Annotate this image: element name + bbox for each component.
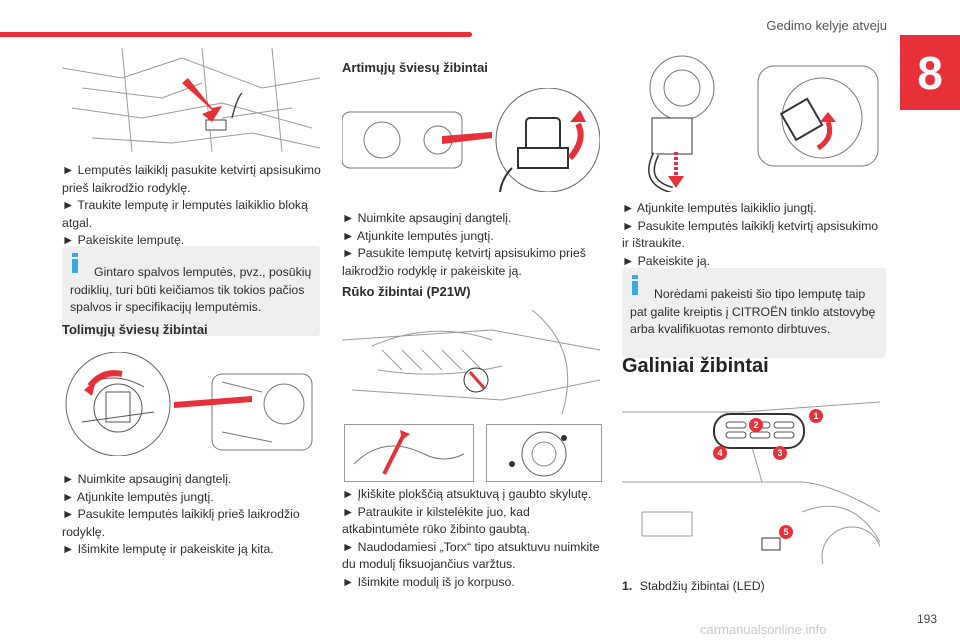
list-item: ► Nuimkite apsauginį dangtelį. [62, 472, 232, 486]
illustration-high-beam [65, 352, 313, 456]
list-item: ► Įkiškite plokščią atsuktuvą į gaubto s… [342, 487, 592, 501]
list-text: Stabdžių žibintai (LED) [639, 579, 765, 593]
illustration-screwdriver-cover [344, 424, 474, 482]
note-text: Gintaro spalvos lemputės, pvz., posūkių … [70, 265, 312, 315]
rear-lamp-list-item: 1. Stabdžių žibintai (LED) [622, 578, 765, 596]
left-steps-2: ► Nuimkite apsauginį dangtelį. ► Atjunki… [62, 471, 322, 559]
list-item: ► Atjunkite lemputės jungtį. [62, 489, 214, 504]
list-item: ► Patraukite ir kilstelėkite juo, kad at… [342, 504, 530, 537]
left-steps-1: ► Lemputės laikiklį pasukite ketvirtį ap… [62, 162, 322, 250]
right-steps-1: ► Atjunkite lemputės laikiklio jungtį. ►… [622, 200, 884, 270]
list-item: ► Atjunkite lemputės jungtį. [342, 228, 494, 243]
callout-4: 4 [717, 448, 722, 458]
info-note-amber: Gintaro spalvos lemputės, pvz., posūkių … [62, 246, 320, 337]
illustration-low-beam [342, 88, 600, 192]
list-item: ► Traukite lemputę ir lemputės laikiklio… [62, 198, 308, 230]
list-item: ► Pakeiskite lemputę. [62, 233, 185, 247]
chapter-number: 8 [900, 35, 960, 110]
list-item: ► Pasukite lemputės laikiklį ketvirtį ap… [622, 218, 879, 251]
heading-fog-lights: Rūko žibintai (P21W) [342, 284, 471, 299]
list-item: ► Išimkite modulį iš jo korpuso. [342, 574, 515, 589]
list-item: ► Lemputės laikiklį pasukite ketvirtį ap… [62, 163, 321, 195]
info-icon [632, 275, 638, 295]
watermark: carmanualsonline.info [700, 622, 827, 637]
list-item: ► Išimkite lemputę ir pakeiskite ją kita… [62, 542, 274, 556]
info-note-dealer: Norėdami pakeisti šio tipo lemputę taip … [622, 268, 886, 359]
list-item: ► Atjunkite lemputės laikiklio jungtį. [622, 201, 817, 215]
callout-5: 5 [783, 527, 788, 537]
list-item: ► Naudodamiesi „Torx“ tipo atsuktuvu nui… [342, 539, 600, 572]
info-icon [72, 253, 78, 273]
list-item: ► Pakeiskite ją. [622, 253, 711, 268]
header-accent-bar [0, 32, 472, 37]
illustration-connector-pull [648, 55, 879, 192]
heading-low-beam: Artimųjų šviesų žibintai [342, 60, 488, 75]
heading-high-beam: Tolimųjų šviesų žibintai [62, 322, 208, 337]
list-number: 1. [622, 579, 633, 593]
illustration-fog-light-front [342, 310, 600, 414]
middle-steps-2: ► Įkiškite plokščią atsuktuvą į gaubto s… [342, 486, 602, 591]
list-item: ► Pasukite lemputės laikiklį prieš laikr… [62, 507, 300, 539]
callout-1: 1 [813, 411, 818, 421]
list-item: ► Pasukite lemputę ketvirtį apsisukimo p… [342, 246, 586, 278]
callout-3: 3 [777, 448, 782, 458]
heading-rear-lamps: Galiniai žibintai [622, 355, 769, 377]
list-item: ► Nuimkite apsauginį dangtelį. [342, 211, 512, 225]
note-text: Norėdami pakeisti šio tipo lemputę taip … [630, 287, 876, 337]
middle-steps-1: ► Nuimkite apsauginį dangtelį. ► Atjunki… [342, 210, 602, 280]
page-number: 193 [916, 612, 937, 626]
illustration-bulb-holder-rotate [62, 48, 320, 152]
callout-2: 2 [753, 420, 758, 430]
illustration-rear-lamps: 1 2 3 4 5 [622, 401, 880, 564]
section-title: Gedimo kelyje atveju [766, 18, 887, 33]
illustration-torx-screws [486, 424, 602, 482]
